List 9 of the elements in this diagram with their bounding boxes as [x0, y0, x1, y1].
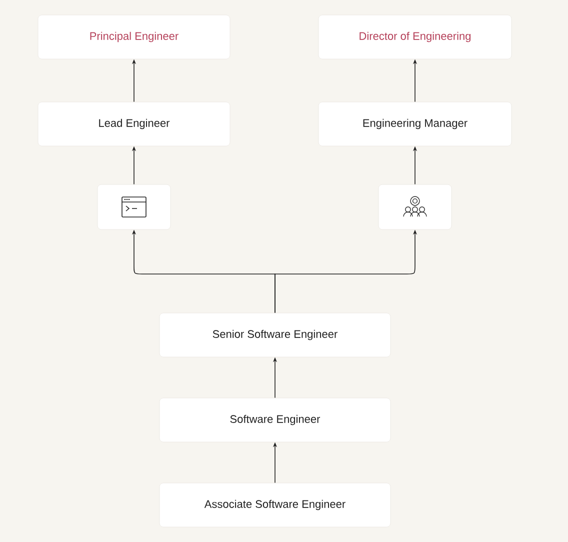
title-box: Software Engineer — [159, 398, 391, 442]
title-box: Lead Engineer — [38, 102, 230, 146]
title-box: Engineering Manager — [318, 102, 512, 146]
title-box: Senior Software Engineer — [159, 312, 391, 358]
title-box: Principal Engineer — [38, 14, 230, 60]
title-box: Director of Engineering — [318, 14, 512, 60]
icon-box — [378, 184, 452, 230]
icon-box — [97, 184, 171, 230]
title-box: Associate Software Engineer — [159, 482, 391, 528]
